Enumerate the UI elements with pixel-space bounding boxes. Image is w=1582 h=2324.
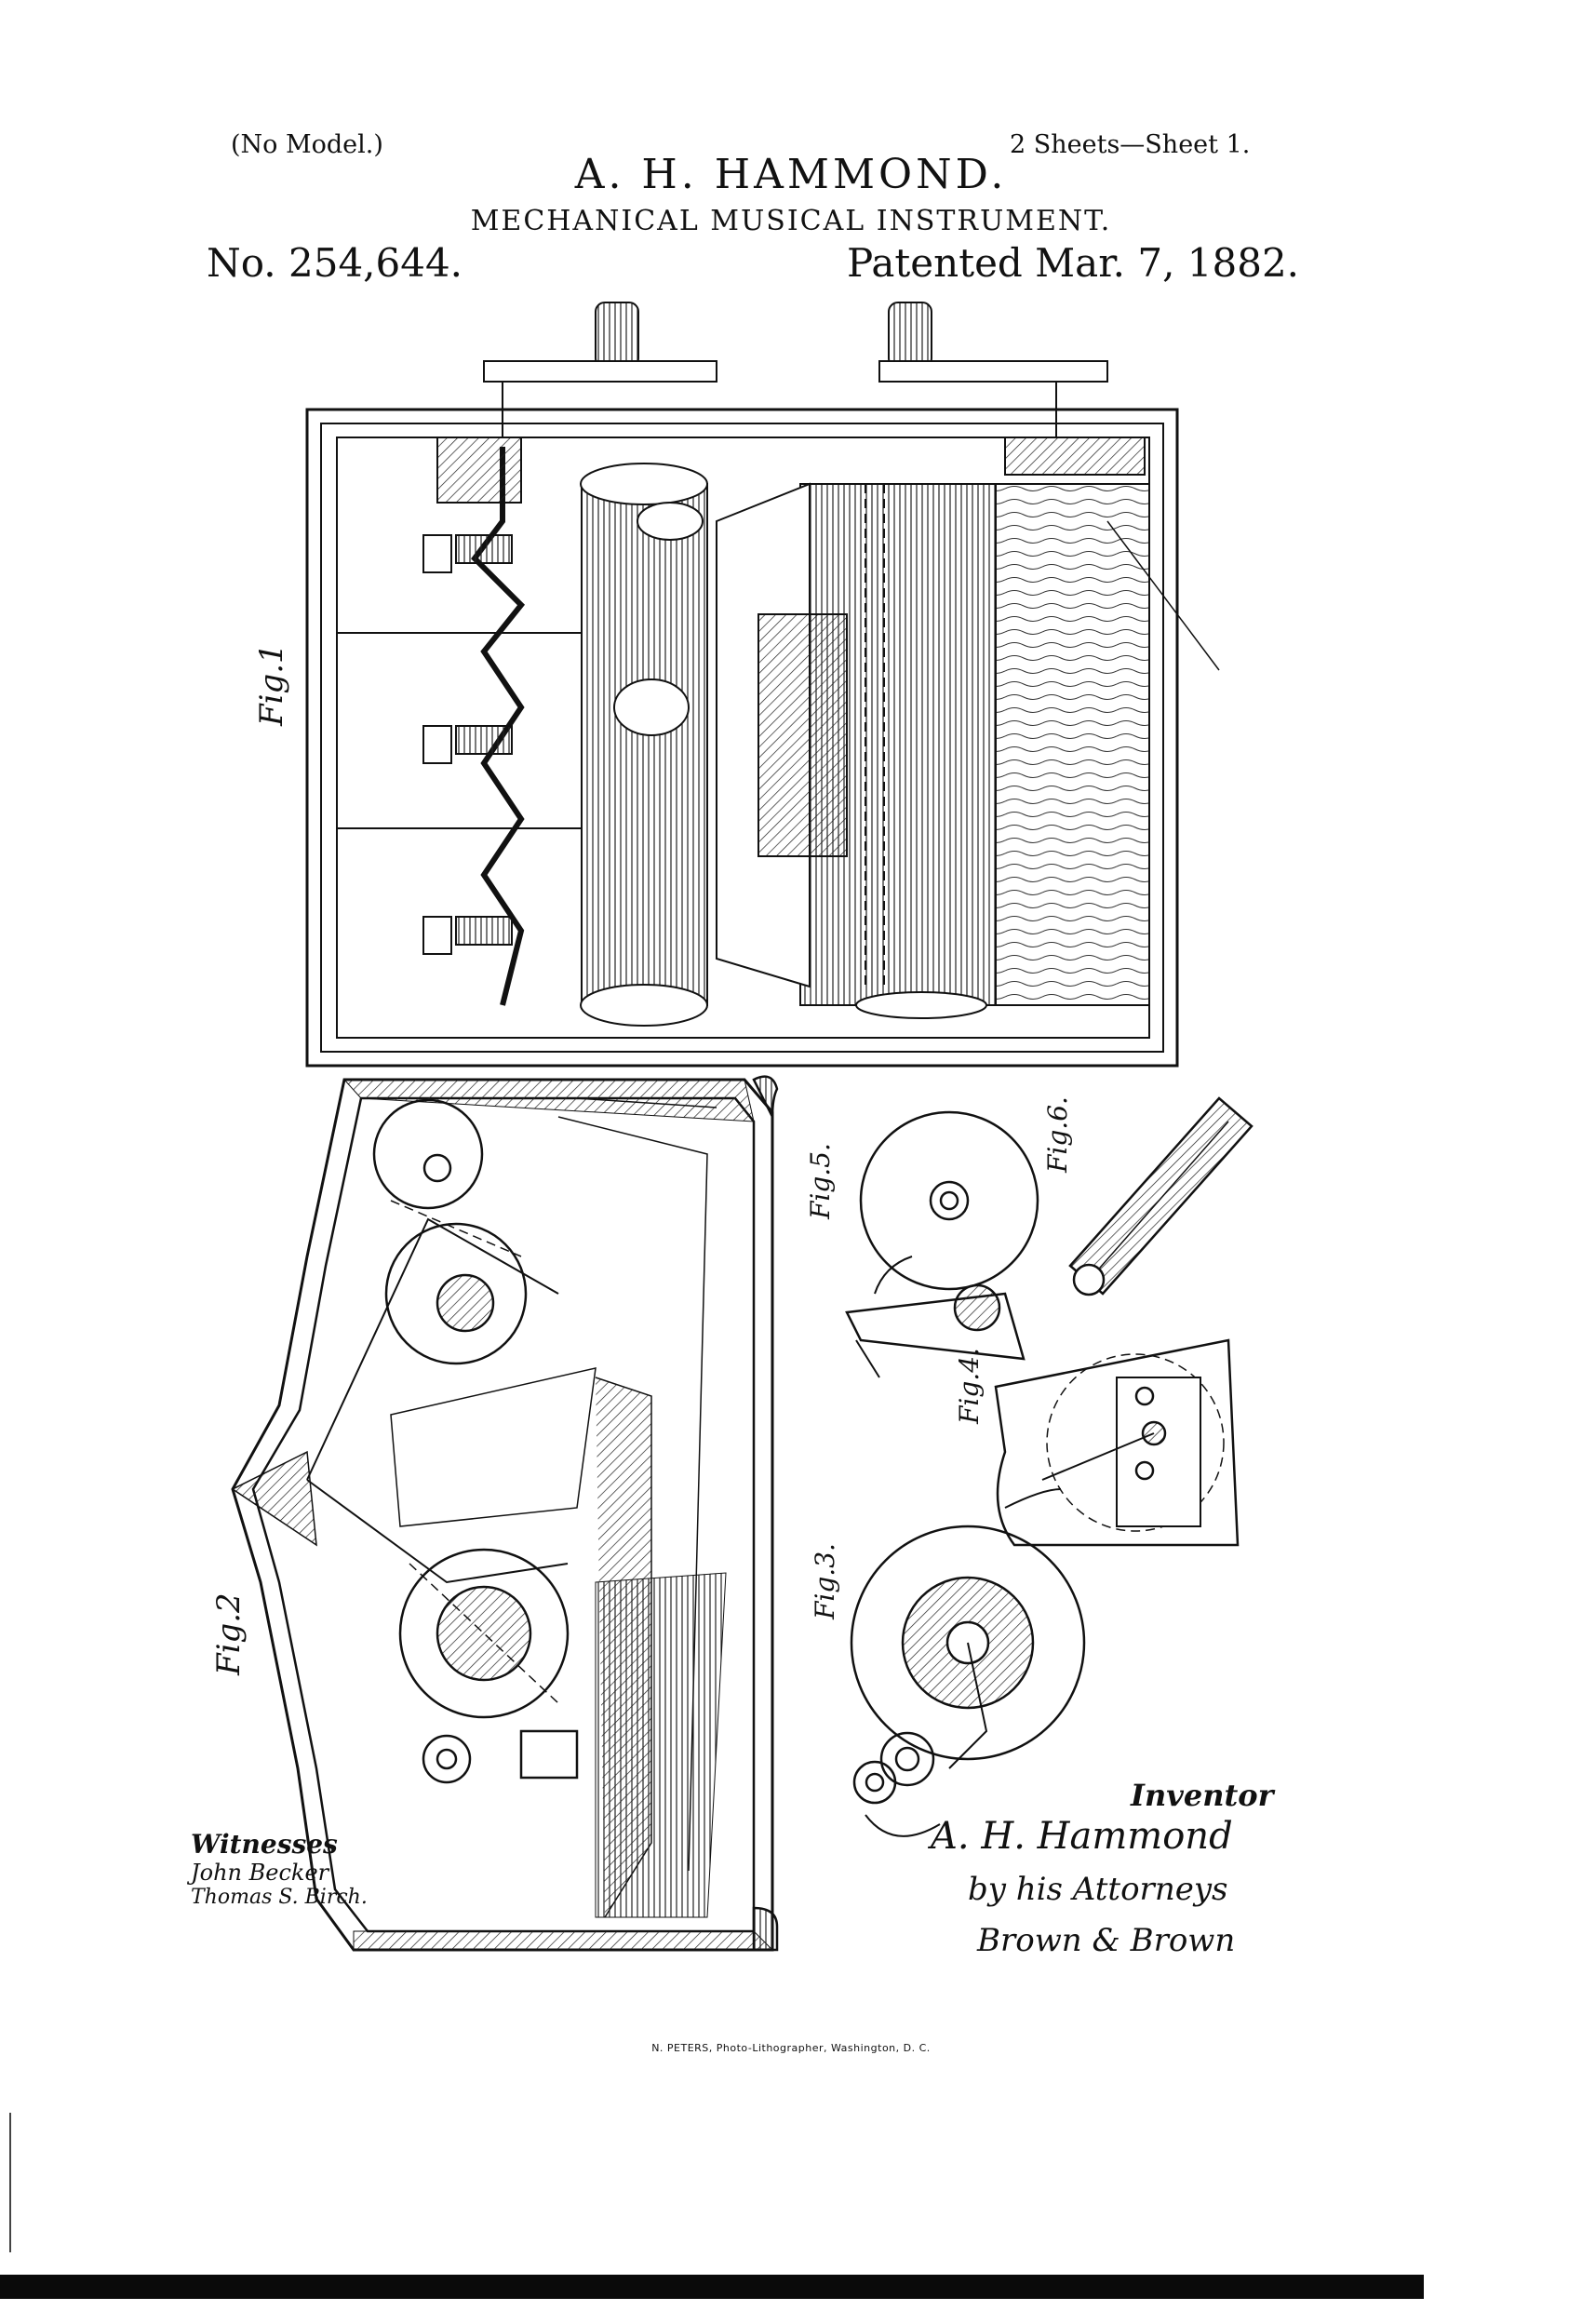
lithographer-credit: N. PETERS, Photo-Lithographer, Washingto…	[651, 2042, 931, 2054]
figure-5-drawing	[845, 1110, 1039, 1378]
witness-name: John Becker	[191, 1860, 329, 1886]
no-model-label: (No Model.)	[231, 130, 383, 159]
witness-name: Thomas S. Birch.	[191, 1886, 368, 1909]
patent-number: No. 254,644.	[207, 240, 463, 286]
inventor-name: A. H. HAMMOND.	[574, 151, 1008, 198]
inventor-signature: A. H. Hammond	[931, 1815, 1233, 1858]
patent-title: MECHANICAL MUSICAL INSTRUMENT.	[470, 205, 1112, 237]
inventor-heading: Inventor	[1131, 1778, 1274, 1813]
sheet-count: 2 Sheets—Sheet 1.	[1010, 130, 1251, 159]
attorneys-signature: Brown & Brown	[977, 1922, 1236, 1959]
witnesses-heading: Witnesses	[191, 1829, 338, 1860]
fig6-label: Fig.6.	[1042, 1096, 1073, 1173]
fig4-label: Fig.4.	[954, 1348, 985, 1424]
figure-3-drawing	[850, 1525, 1086, 1837]
figure-2-drawing	[231, 1075, 779, 1952]
scan-border-bar	[0, 2275, 1424, 2299]
figure-6-drawing	[1068, 1096, 1254, 1296]
patent-date: Patented Mar. 7, 1882.	[847, 240, 1300, 286]
figure-1-drawing	[305, 302, 1220, 1068]
margin-line	[9, 2113, 11, 2252]
figure-4-drawing	[994, 1338, 1240, 1547]
fig3-label: Fig.3.	[810, 1543, 840, 1619]
attorney-line: by his Attorneys	[968, 1871, 1228, 1908]
fig1-label: Fig.1	[253, 643, 290, 726]
fig2-label: Fig.2	[210, 1592, 248, 1675]
fig5-label: Fig.5.	[805, 1143, 836, 1219]
witnesses-block: Witnesses John Becker Thomas S. Birch.	[191, 1829, 377, 1909]
